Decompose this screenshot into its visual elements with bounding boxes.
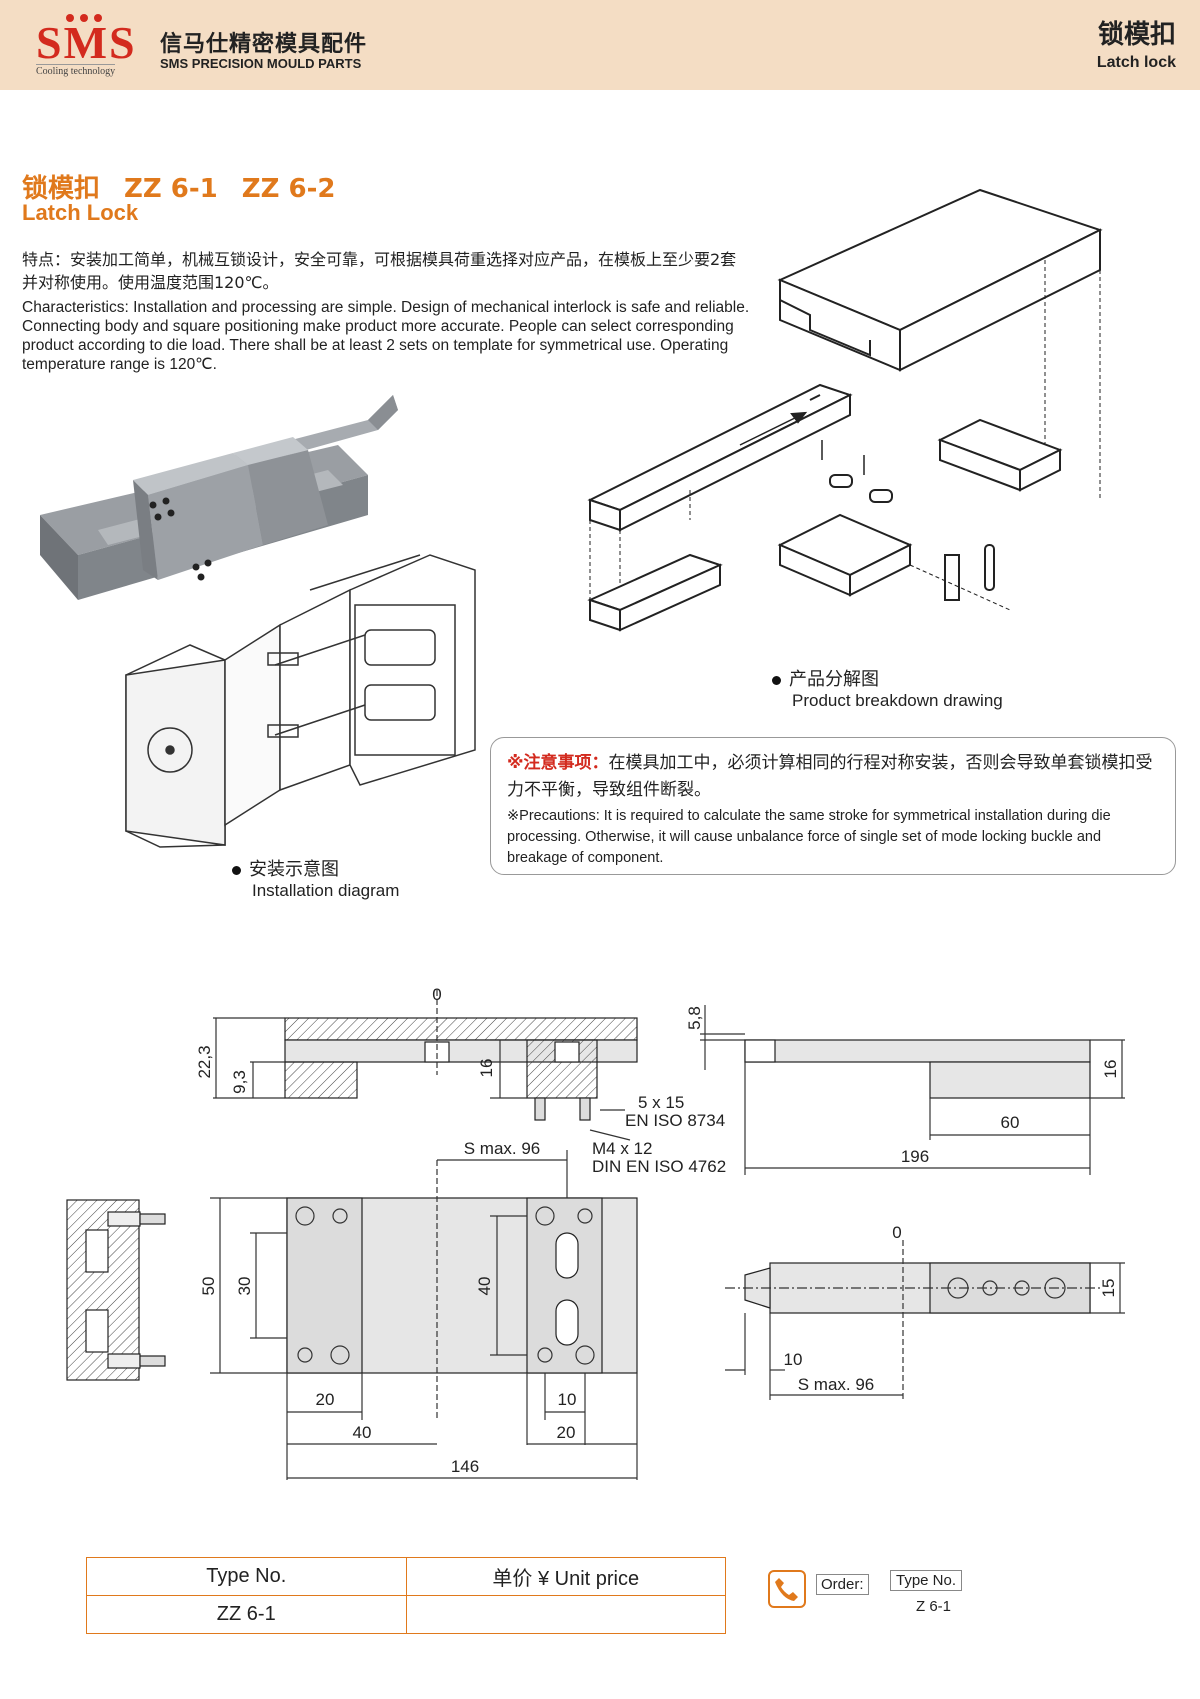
dim-50: 50	[199, 1277, 218, 1296]
dim-146: 146	[451, 1457, 479, 1476]
product-code-2: ZZ 6-2	[241, 174, 336, 204]
product-title: 锁模扣 ZZ 6-1 ZZ 6-2	[22, 168, 359, 205]
table-row: ZZ 6-1	[86, 1595, 726, 1634]
install-caption-cn: 安装示意图	[249, 859, 339, 880]
dim-10-b: 10	[784, 1350, 803, 1369]
cell-type-no: ZZ 6-1	[86, 1595, 407, 1634]
dim-22-3: 22,3	[195, 1045, 214, 1078]
dim-5-8: 5,8	[685, 1006, 704, 1030]
precaution-box: ※注意事项：在模具加工中，必须计算相同的行程对称安装，否则会导致单套锁模扣受力不…	[490, 737, 1176, 875]
dim-196: 196	[901, 1147, 929, 1166]
logo-dot	[66, 14, 74, 22]
col-unit-price: 单价 ¥ Unit price	[405, 1557, 726, 1596]
dim-20-b: 20	[557, 1423, 576, 1442]
drawing-zero-side: 0	[892, 1223, 901, 1242]
precaution-text-cn: 在模具加工中，必须计算相同的行程对称安装，否则会导致单套锁模扣受力不平衡，导致组…	[507, 753, 1153, 800]
screw-standard: DIN EN ISO 4762	[592, 1157, 726, 1176]
price-table: Type No. 单价 ¥ Unit price ZZ 6-1	[86, 1557, 726, 1634]
logo-dot	[80, 14, 88, 22]
s-max-a: S max. 96	[464, 1139, 541, 1158]
dim-15: 15	[1099, 1279, 1118, 1298]
category-title-en: Latch lock	[1096, 54, 1176, 71]
dim-20-a: 20	[316, 1390, 335, 1409]
order-label: Order:	[816, 1574, 869, 1595]
product-code-1: ZZ 6-1	[124, 174, 218, 204]
logo-dot	[94, 14, 102, 22]
page-header: SMS Cooling technology 信马仕精密模具配件 SMS PRE…	[0, 0, 1200, 90]
technical-drawing: 0 22,3 9,3 16 5,8 16 60 196 5 x 15 EN IS…	[66, 985, 1125, 1480]
dim-16-a: 16	[477, 1059, 496, 1078]
precaution-text-en: ※Precautions: It is required to calculat…	[507, 808, 1111, 866]
breakdown-caption-cn: 产品分解图	[789, 669, 879, 690]
installation-diagram	[125, 554, 476, 848]
bullet-icon	[232, 865, 241, 875]
product-name-cn: 锁模扣	[22, 174, 101, 204]
drawing-zero-top: 0	[432, 985, 441, 1004]
logo-text: SMS	[36, 17, 137, 68]
dim-60: 60	[1001, 1113, 1020, 1132]
pin-spec: 5 x 15	[638, 1093, 684, 1112]
order-type-value: Z 6-1	[916, 1598, 952, 1615]
pin-standard: EN ISO 8734	[625, 1111, 725, 1130]
dim-16-b: 16	[1101, 1060, 1120, 1079]
brand-name-en: SMS PRECISION MOULD PARTS	[160, 56, 362, 71]
brand-name-cn: 信马仕精密模具配件	[160, 32, 368, 57]
dim-40-v: 40	[475, 1277, 494, 1296]
install-caption: 安装示意图 Installation diagram	[232, 855, 399, 901]
install-caption-en: Installation diagram	[252, 881, 400, 900]
dim-10-a: 10	[558, 1390, 577, 1409]
table-header-row: Type No. 单价 ¥ Unit price	[86, 1557, 726, 1596]
phone-icon	[768, 1570, 806, 1608]
sms-logo: SMS Cooling technology	[36, 14, 142, 77]
breakdown-drawing	[587, 188, 1103, 632]
logo-tagline: Cooling technology	[36, 64, 116, 77]
breakdown-caption: 产品分解图 Product breakdown drawing	[772, 665, 1003, 711]
order-info: Order: Type No. Z 6-1	[768, 1568, 988, 1628]
product-name-en: Latch Lock	[22, 200, 139, 225]
dim-40-h: 40	[353, 1423, 372, 1442]
category-title-cn: 锁模扣	[1097, 20, 1176, 50]
dim-30: 30	[235, 1277, 254, 1296]
precaution-cn: ※注意事项：在模具加工中，必须计算相同的行程对称安装，否则会导致单套锁模扣受力不…	[507, 750, 1159, 804]
breakdown-caption-en: Product breakdown drawing	[792, 691, 1003, 710]
bullet-icon	[772, 675, 781, 685]
product-photo	[40, 395, 398, 600]
screw-spec: M4 x 12	[592, 1139, 652, 1158]
cell-unit-price	[405, 1595, 726, 1634]
dim-9-3: 9,3	[230, 1070, 249, 1094]
precaution-label: ※注意事项：	[507, 753, 609, 773]
order-type-label: Type No.	[890, 1570, 963, 1591]
s-max-b: S max. 96	[798, 1375, 875, 1394]
features-en: Characteristics: Installation and proces…	[22, 299, 750, 373]
features-cn: 特点：安装加工简单，机械互锁设计，安全可靠，可根据模具荷重选择对应产品，在模板上…	[22, 250, 737, 292]
col-type-no: Type No.	[86, 1557, 407, 1596]
